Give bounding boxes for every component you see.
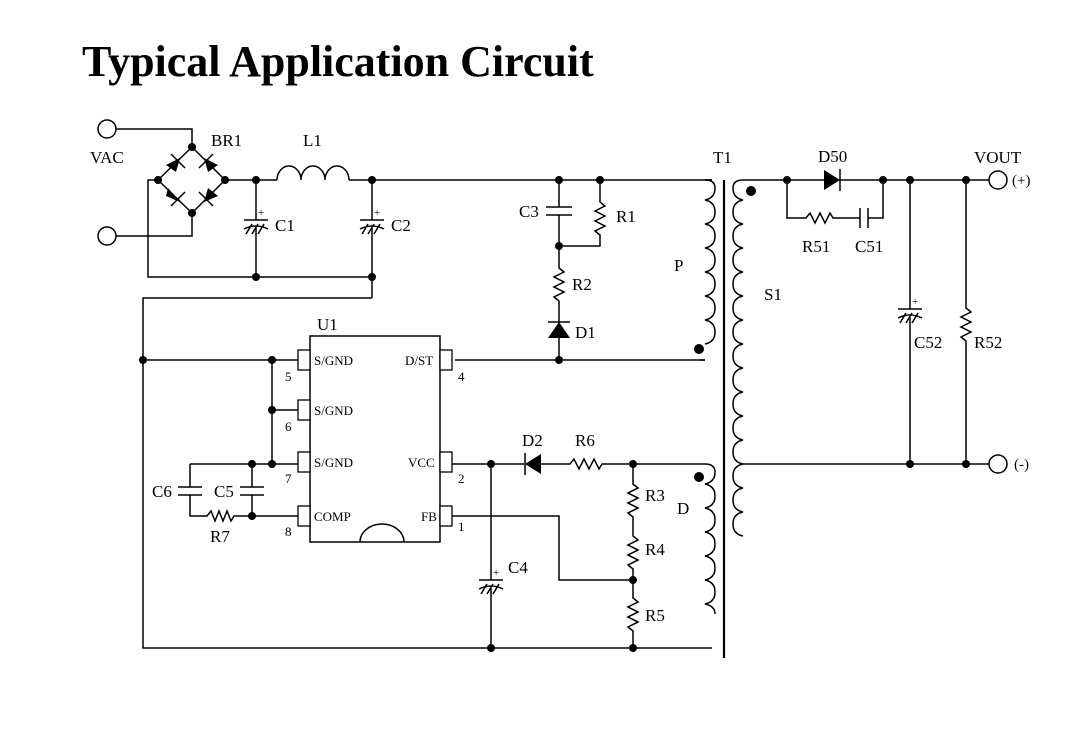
c51-label: C51	[855, 237, 883, 256]
capacitor-c52: +	[897, 180, 923, 464]
ic-u1	[297, 335, 453, 543]
c52-label: C52	[914, 333, 942, 352]
d50-label: D50	[818, 147, 847, 166]
r5-label: R5	[645, 606, 665, 625]
r7-label: R7	[210, 527, 230, 546]
svg-text:+: +	[493, 567, 499, 579]
c5-label: C5	[214, 482, 234, 501]
secondary-winding-label: S1	[764, 285, 782, 304]
pin-number-2: 2	[458, 471, 465, 486]
pin-label-fb: FB	[421, 509, 437, 524]
pin-number-8: 8	[285, 524, 292, 539]
r4-label: R4	[645, 540, 665, 559]
pin-label-vcc: VCC	[408, 455, 435, 470]
pin-number-4: 4	[458, 369, 465, 384]
d1-label: D1	[575, 323, 596, 342]
capacitor-c3	[546, 180, 572, 246]
pin-label-sgnd-6: S/GND	[314, 403, 353, 418]
resistor-r5	[626, 580, 640, 648]
r3-label: R3	[645, 486, 665, 505]
resistor-r1	[559, 180, 607, 247]
pin-number-1: 1	[458, 519, 465, 534]
vout-plus-label: (+)	[1012, 173, 1030, 189]
capacitor-c1: +	[243, 180, 269, 277]
pin-number-6: 6	[285, 419, 292, 434]
page-title: Typical Application Circuit	[82, 37, 594, 86]
r2-label: R2	[572, 275, 592, 294]
c6-label: C6	[152, 482, 172, 501]
comp-network	[178, 464, 298, 524]
vac-label: VAC	[90, 148, 124, 167]
l1-label: L1	[303, 131, 322, 150]
t1-label: T1	[713, 148, 732, 167]
r1-label: R1	[616, 207, 636, 226]
pin-number-5: 5	[285, 369, 292, 384]
diode-d2	[524, 453, 541, 475]
capacitor-c4: +	[478, 464, 504, 648]
ac-input-terminals	[97, 119, 193, 246]
transformer-t1	[694, 179, 756, 658]
diode-d1	[548, 318, 570, 360]
r52-label: R52	[974, 333, 1002, 352]
bridge-rectifier	[154, 143, 229, 217]
pin-label-sgnd-7: S/GND	[314, 455, 353, 470]
u1-label: U1	[317, 315, 338, 334]
capacitor-c2: +	[359, 180, 385, 298]
svg-text:+: +	[374, 207, 380, 219]
br1-label: BR1	[211, 131, 242, 150]
pin-label-dst: D/ST	[405, 353, 433, 368]
svg-text:+: +	[912, 296, 918, 308]
c4-label: C4	[508, 558, 528, 577]
d2-label: D2	[522, 431, 543, 450]
svg-text:+: +	[258, 207, 264, 219]
resistor-r2	[552, 246, 566, 318]
r6-label: R6	[575, 431, 595, 450]
c3-label: C3	[519, 202, 539, 221]
resistor-r4	[626, 530, 640, 580]
resistor-r6	[541, 457, 705, 471]
diode-d50	[824, 169, 841, 191]
pin-number-7: 7	[285, 471, 292, 486]
output-terminals	[988, 170, 1008, 474]
rc-snubber-r51-c51	[786, 180, 884, 228]
resistor-r3	[626, 464, 640, 530]
vout-minus-label: (-)	[1014, 457, 1029, 473]
vout-label: VOUT	[974, 148, 1022, 167]
primary-winding-label: P	[674, 256, 683, 275]
c1-label: C1	[275, 216, 295, 235]
aux-winding-label: D	[677, 499, 689, 518]
r51-label: R51	[802, 237, 830, 256]
inductor-l1	[276, 165, 350, 181]
pin-label-sgnd-5: S/GND	[314, 353, 353, 368]
pin-label-comp: COMP	[314, 509, 351, 524]
c2-label: C2	[391, 216, 411, 235]
resistor-r52	[959, 180, 973, 464]
